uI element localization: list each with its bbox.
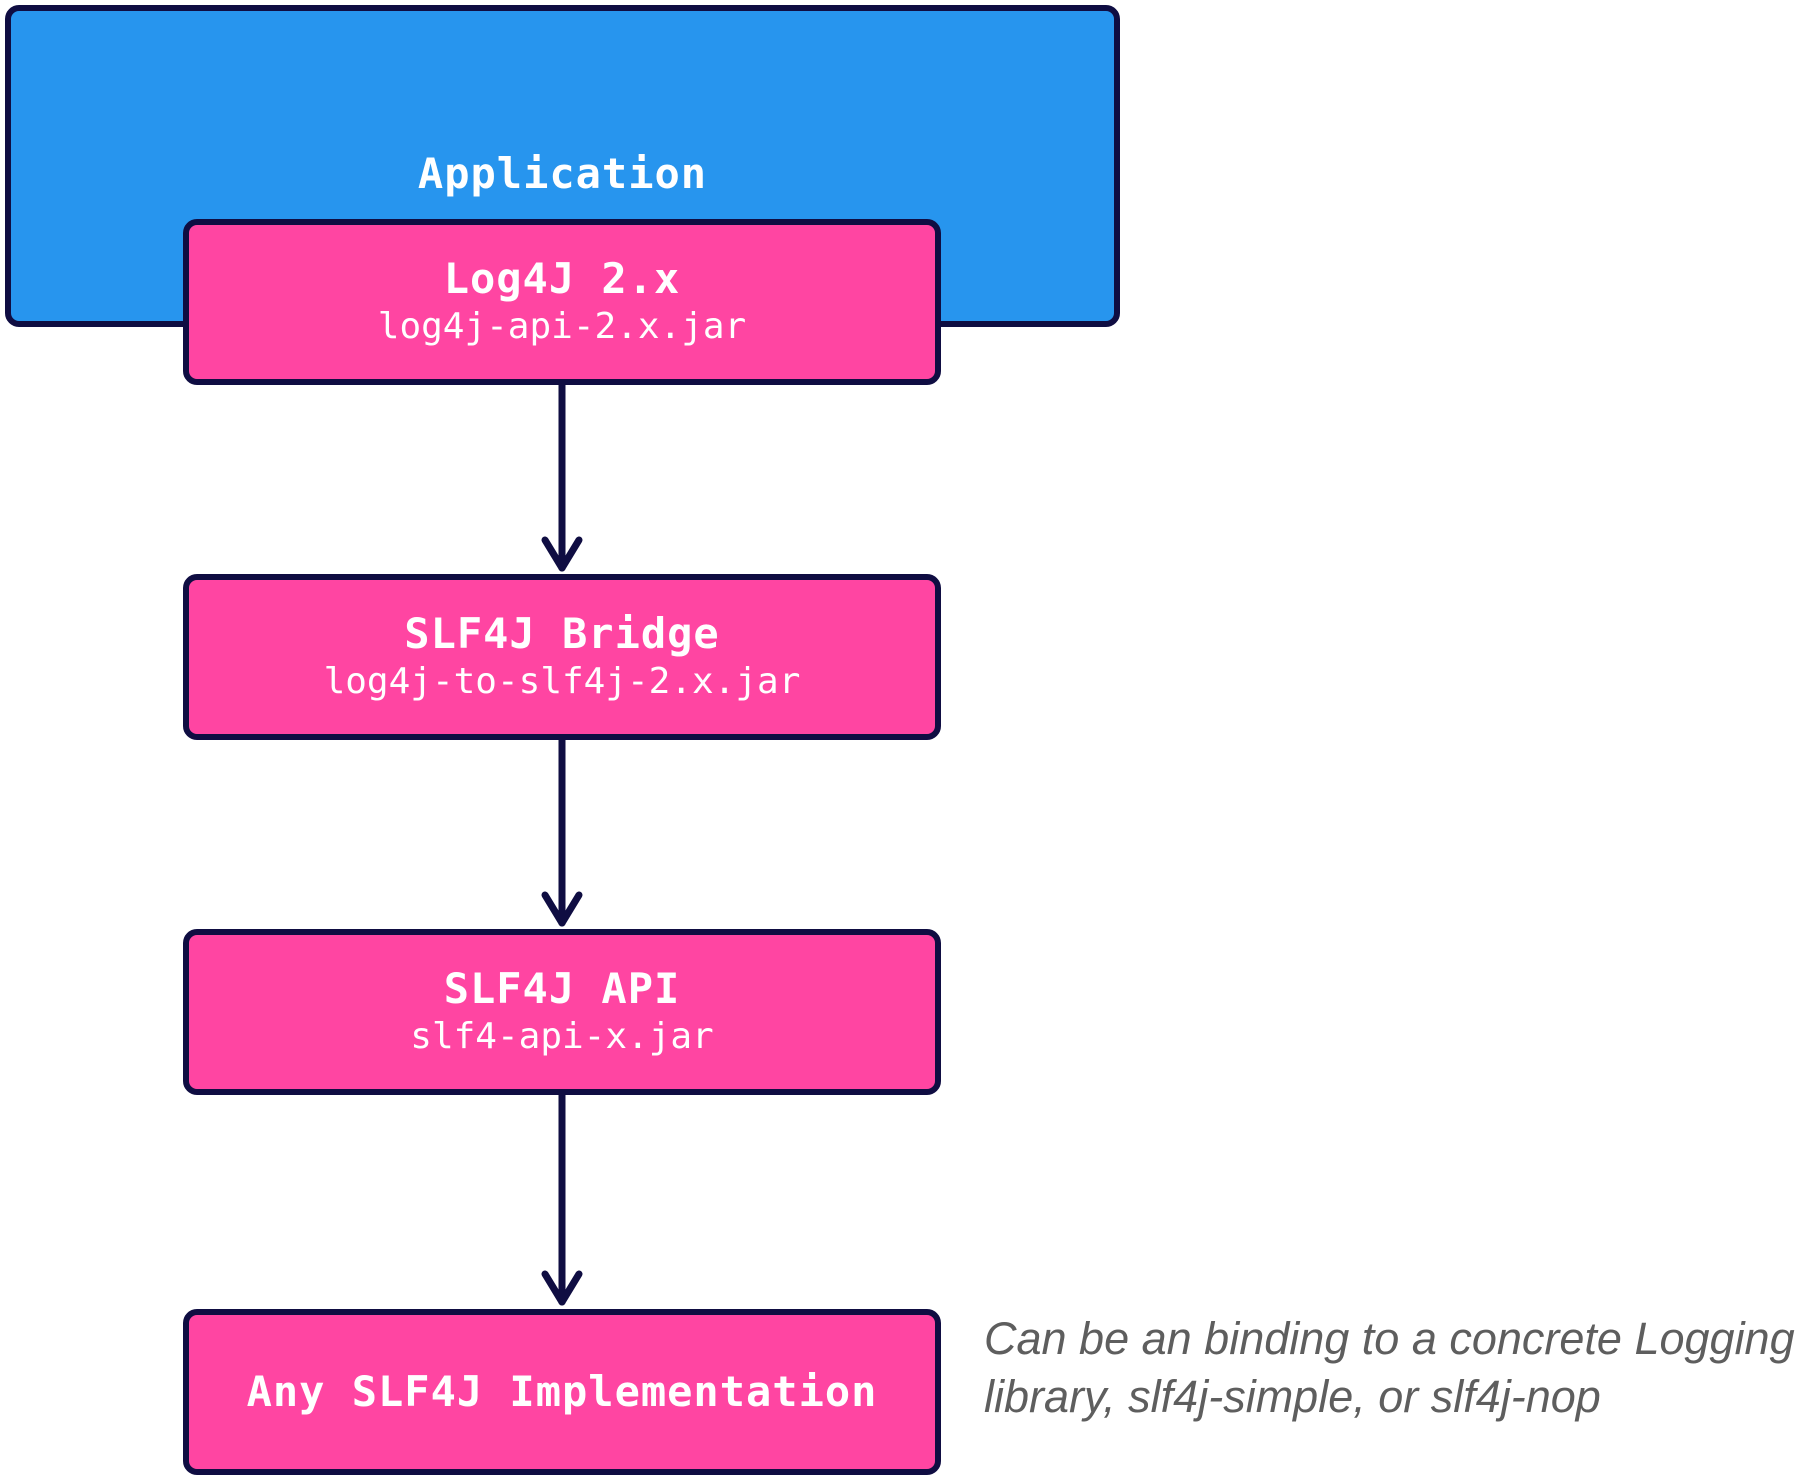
application-label: Application — [417, 149, 708, 198]
slf4j-api-title: SLF4J API — [443, 964, 681, 1013]
log4j-box: Log4J 2.x log4j-api-2.x.jar — [183, 219, 941, 385]
slf4j-bridge-box: SLF4J Bridge log4j-to-slf4j-2.x.jar — [183, 574, 941, 740]
log4j-jar: log4j-api-2.x.jar — [377, 306, 747, 347]
arrowhead-log4j-to-bridge — [541, 536, 583, 572]
log4j-title: Log4J 2.x — [443, 254, 681, 303]
arrowhead-bridge-to-api — [541, 891, 583, 927]
slf4j-implementation-title: Any SLF4J Implementation — [246, 1367, 878, 1416]
implementation-note: Can be an binding to a concrete Logging … — [984, 1313, 1795, 1422]
slf4j-bridge-title: SLF4J Bridge — [404, 609, 720, 658]
slf4j-bridge-jar: log4j-to-slf4j-2.x.jar — [323, 661, 801, 702]
slf4j-api-jar: slf4-api-x.jar — [410, 1016, 714, 1057]
slf4j-implementation-box: Any SLF4J Implementation — [183, 1309, 941, 1475]
arrowhead-api-to-implementation — [541, 1270, 583, 1306]
slf4j-api-box: SLF4J API slf4-api-x.jar — [183, 929, 941, 1095]
